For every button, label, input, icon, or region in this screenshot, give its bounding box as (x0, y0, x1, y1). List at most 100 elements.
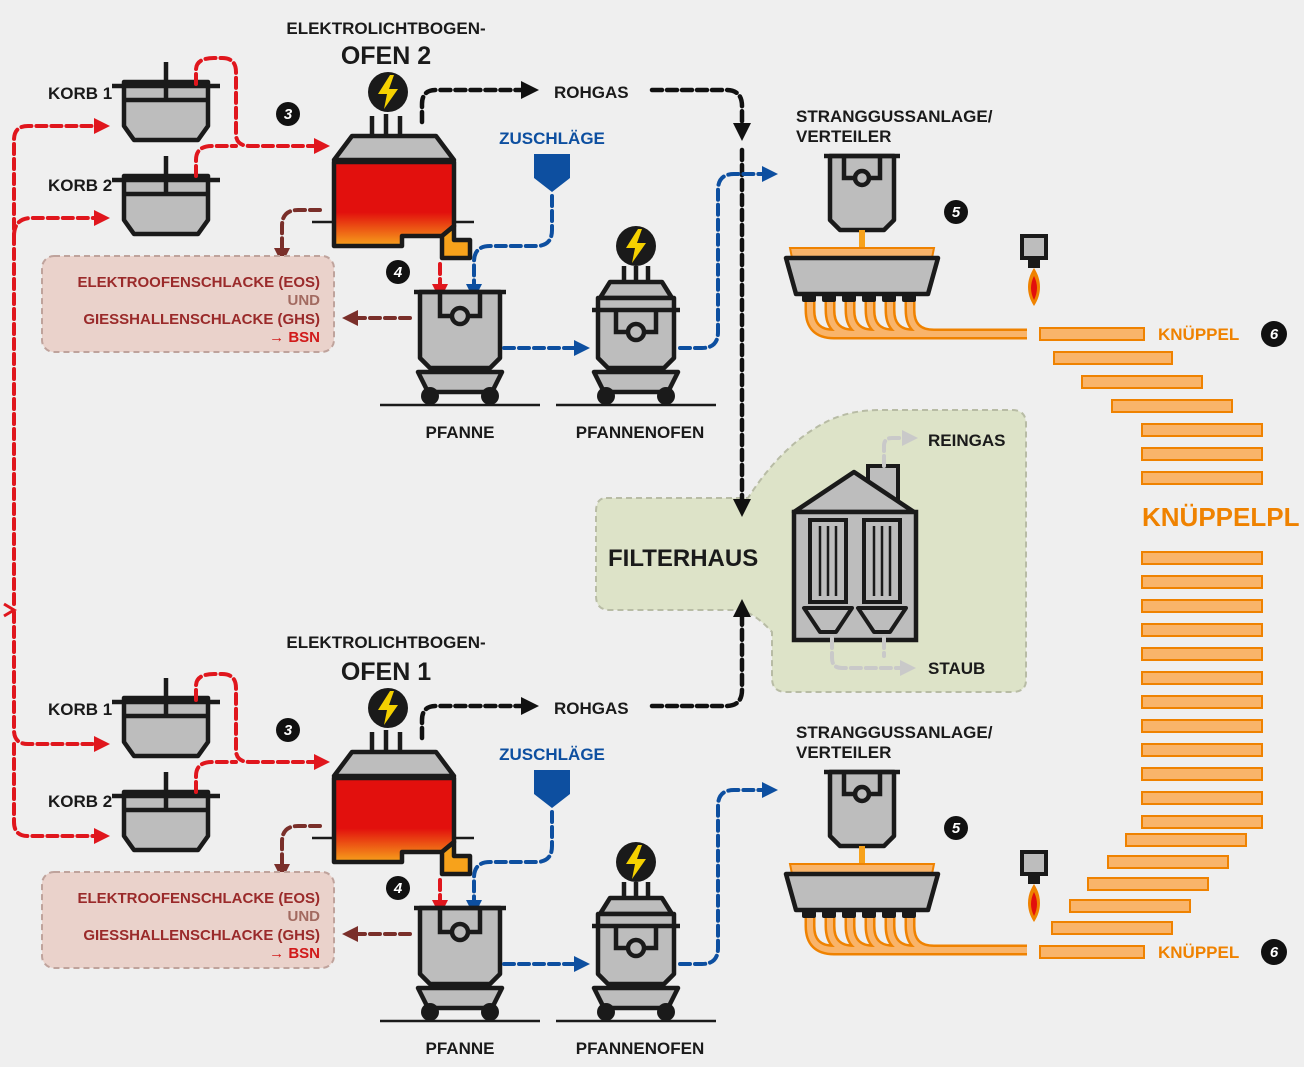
furnace1-title-big: OFEN 1 (341, 658, 431, 686)
billet (1039, 945, 1145, 959)
top-step6-number: 6 (1270, 326, 1279, 343)
bottom-korb1-to-furnace (194, 672, 330, 770)
bottom-step4-badge (386, 876, 410, 900)
bottom-arc-furnace (312, 688, 474, 874)
filterhaus-label: FILTERHAUS (608, 545, 758, 572)
top-korb1-to-furnace (194, 56, 330, 154)
bottom-korb2-label: KORB 2 (48, 792, 112, 811)
top-additive-flow (466, 194, 554, 300)
billet-stack (1039, 327, 1263, 959)
bottom-strangguss-label-2: VERTEILER (796, 743, 891, 762)
top-slag-eos: ELEKTROOFENSCHLACKE (EOS) (77, 274, 320, 291)
top-slag-down (274, 208, 322, 264)
top-slag-box (41, 255, 335, 353)
bottom-rohgas-label: ROHGAS (554, 699, 629, 718)
billet (1141, 575, 1263, 589)
billet (1141, 695, 1263, 709)
bottom-step4-number: 4 (393, 880, 403, 897)
bottom-knueppel-label: KNÜPPEL (1158, 943, 1239, 962)
bottom-step5-number: 5 (952, 820, 961, 837)
bottom-ladle (380, 908, 540, 1021)
top-production-line: ELEKTROLICHTBOGEN- OFEN 2 KORB 1 KORB 2 … (41, 19, 1287, 517)
billet (1125, 833, 1247, 847)
top-korb2-to-furnace (194, 144, 238, 178)
staub-flow-1 (830, 636, 916, 676)
bottom-gas-to-filter (649, 599, 751, 709)
bottom-additive-flow (466, 810, 554, 916)
billet (1141, 623, 1263, 637)
bottom-pfannenofen-label: PFANNENOFEN (576, 1039, 704, 1058)
billet (1141, 599, 1263, 613)
billet (1141, 743, 1263, 757)
top-step4-number: 4 (393, 264, 403, 281)
bottom-production-line: ELEKTROLICHTBOGEN- OFEN 1 KORB 1 KORB 2 … (41, 599, 1287, 1058)
billet (1141, 551, 1263, 565)
bottom-slag-box (41, 871, 335, 969)
billet (1141, 767, 1263, 781)
top-rohgas-flow-2 (649, 87, 751, 141)
bottom-korb2-basket (112, 772, 220, 850)
billet (1053, 351, 1173, 365)
bottom-step3-number: 3 (284, 722, 293, 739)
top-rohgas-flow (419, 81, 539, 125)
furnace2-title-small: ELEKTROLICHTBOGEN- (286, 19, 485, 38)
billet (1107, 855, 1229, 869)
scrap-flow-bottom-korb1 (12, 610, 110, 752)
bottom-step3-badge (276, 718, 300, 742)
bottom-slag-eos: ELEKTROOFENSCHLACKE (EOS) (77, 890, 320, 907)
top-additive-hopper (534, 154, 570, 192)
reingas-label: REINGAS (928, 431, 1005, 450)
top-step5-badge (944, 200, 968, 224)
billet (1141, 671, 1263, 685)
furnace2-title-big: OFEN 2 (341, 42, 431, 70)
top-step6-badge (1261, 321, 1287, 347)
top-zuschlaege-label: ZUSCHLÄGE (499, 129, 605, 148)
bottom-slag-bsn: → BSN (269, 945, 320, 962)
top-korb2-basket (112, 156, 220, 234)
top-strangguss-label-1: STRANGGUSSANLAGE/ (796, 107, 993, 126)
top-korb2-label: KORB 2 (48, 176, 112, 195)
billet (1141, 447, 1263, 461)
top-korb1-label: KORB 1 (48, 84, 112, 103)
bottom-korb1-basket (112, 678, 220, 756)
billet (1111, 399, 1233, 413)
furnace1-title-small: ELEKTROLICHTBOGEN- (286, 633, 485, 652)
reingas-flow (882, 430, 918, 468)
bottom-korb1-label: KORB 1 (48, 700, 112, 719)
bottom-additive-hopper (534, 770, 570, 808)
top-slag-bsn: → BSN (269, 329, 320, 346)
bottom-rohgas-flow (419, 697, 539, 741)
top-continuous-caster (786, 156, 1046, 334)
bottom-zuschlaege-label: ZUSCHLÄGE (499, 745, 605, 764)
bottom-continuous-caster (786, 772, 1046, 950)
billet (1141, 423, 1263, 437)
bottom-step6-badge (1261, 939, 1287, 965)
bottom-strangguss-label-1: STRANGGUSSANLAGE/ (796, 723, 993, 742)
top-lf-to-caster (678, 166, 778, 350)
bottom-step5-badge (944, 816, 968, 840)
top-slag-und: UND (288, 292, 321, 309)
top-arc-furnace (312, 72, 474, 258)
top-step4-badge (386, 260, 410, 284)
billet (1081, 375, 1203, 389)
scrap-flow-top-korb1 (12, 118, 110, 606)
top-ladle-furnace (556, 226, 716, 405)
billet (1051, 921, 1173, 935)
billet (1087, 877, 1209, 891)
billet (1141, 719, 1263, 733)
filter-house-building (791, 464, 919, 643)
bottom-step6-number: 6 (1270, 944, 1279, 961)
top-step5-number: 5 (952, 204, 961, 221)
billet (1039, 327, 1145, 341)
top-ladle (380, 292, 540, 405)
bottom-slag-ghs: GIESSHALLENSCHLACKE (GHS) (83, 927, 320, 944)
billet-stack-label: KNÜPPELPL (1142, 502, 1300, 532)
top-strangguss-label-2: VERTEILER (796, 127, 891, 146)
top-step3-number: 3 (284, 106, 293, 123)
staub-label: STAUB (928, 659, 985, 678)
top-slag-ghs: GIESSHALLENSCHLACKE (GHS) (83, 311, 320, 328)
top-pfanne-label: PFANNE (426, 423, 495, 442)
top-rohgas-label: ROHGAS (554, 83, 629, 102)
top-korb1-basket (112, 62, 220, 140)
